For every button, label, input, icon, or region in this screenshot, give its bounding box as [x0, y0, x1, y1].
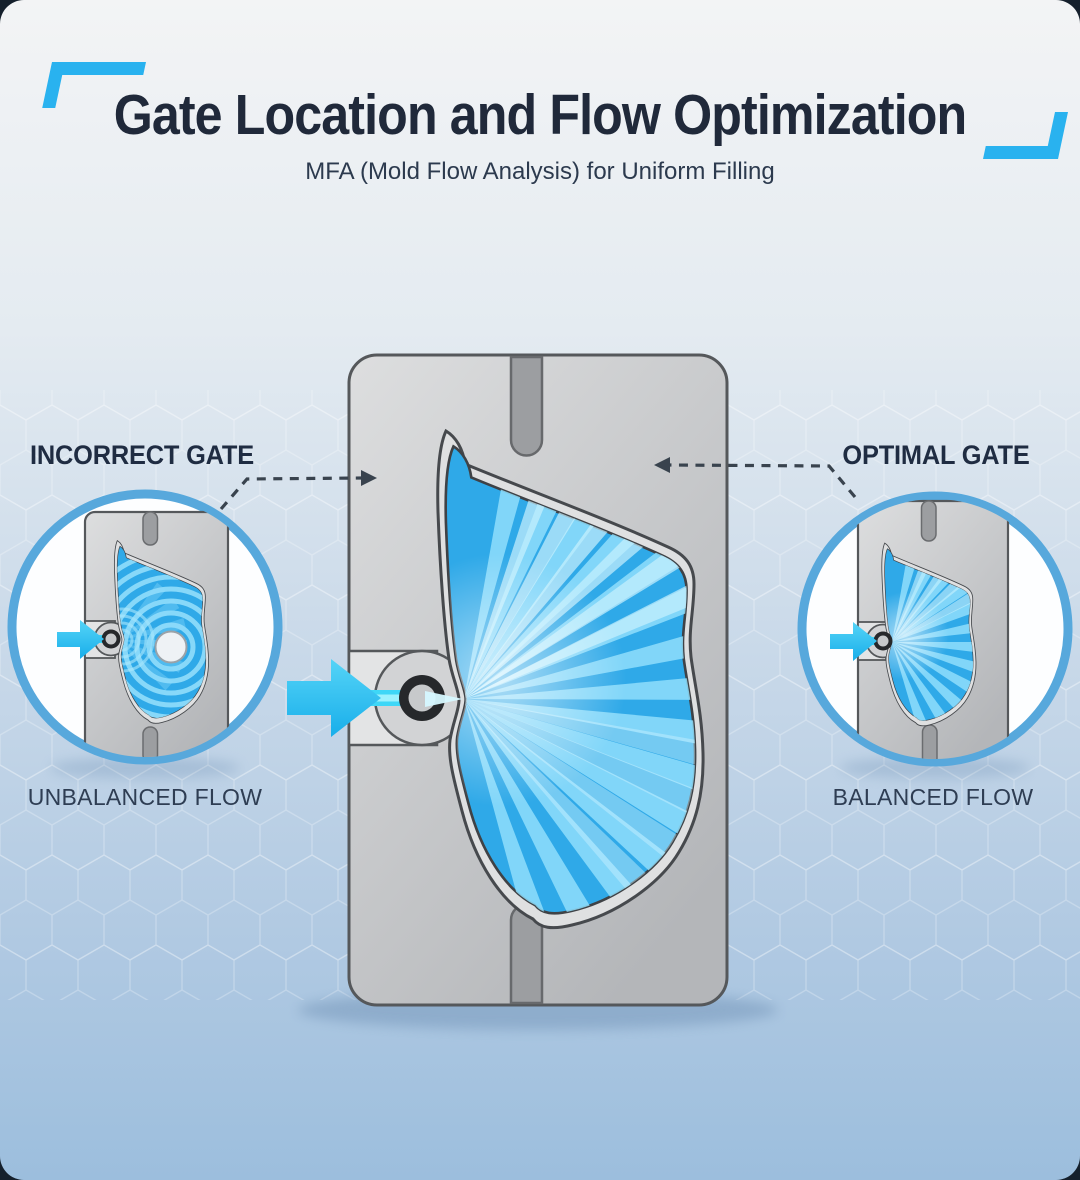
- title-bracket-left: [42, 62, 146, 108]
- optimal-gate-inset: [797, 491, 1073, 767]
- center-mold-diagram: [287, 353, 729, 1007]
- incorrect-gate-inset: [7, 489, 283, 765]
- gate-jet: [425, 691, 463, 707]
- unbalanced-flow-label: UNBALANCED FLOW: [27, 784, 263, 810]
- incorrect-gate-pointer: [219, 476, 363, 511]
- fan-highlight: [445, 450, 696, 910]
- page-title: Gate Location and Flow Optimization: [113, 83, 967, 147]
- sprue-channel: [509, 355, 544, 457]
- inset-injection-arrow-right: [830, 622, 877, 661]
- right-inset-shadow: [840, 757, 1030, 779]
- incorrect-gate-label: INCORRECT GATE: [30, 440, 254, 470]
- title-bracket-right: [983, 112, 1068, 159]
- flow-injection-arrow-icon: [287, 659, 381, 737]
- weld-void: [154, 630, 188, 664]
- page-subtitle: MFA (Mold Flow Analysis) for Uniform Fil…: [305, 158, 775, 185]
- pointer-arrowhead-right: [654, 457, 670, 473]
- left-inset-shadow: [50, 757, 240, 779]
- optimal-gate-label: OPTIMAL GATE: [842, 440, 1030, 470]
- pointer-arrowhead-left: [361, 470, 377, 486]
- optimal-gate-pointer: [668, 463, 857, 499]
- inset-injection-arrow-left: [57, 620, 104, 659]
- balanced-flow-label: BALANCED FLOW: [832, 784, 1034, 810]
